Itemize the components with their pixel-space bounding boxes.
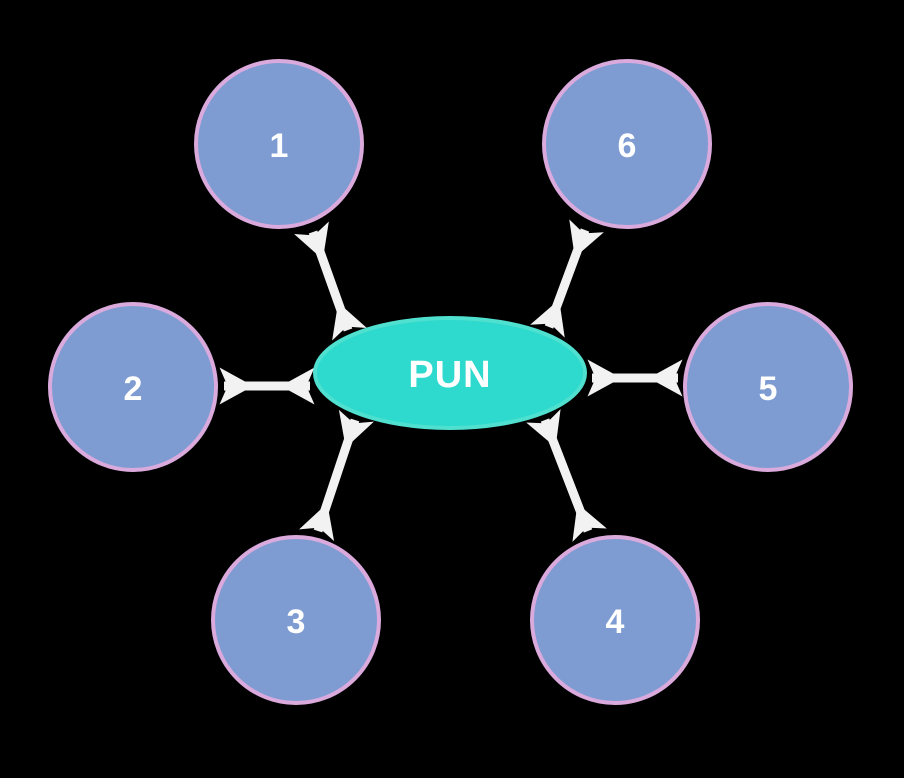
- node-3-label: 3: [287, 603, 306, 641]
- node-6-circle[interactable]: [542, 59, 712, 229]
- node-4[interactable]: 4: [530, 535, 700, 705]
- node-6-label: 6: [618, 127, 637, 165]
- hub-ellipse[interactable]: [313, 316, 587, 430]
- node-2-circle[interactable]: [48, 302, 218, 472]
- node-1[interactable]: 1: [194, 59, 364, 229]
- connector-hub-node4: [526, 409, 607, 542]
- node-2-label: 2: [124, 370, 143, 408]
- node-2[interactable]: 2: [48, 302, 218, 472]
- node-3[interactable]: 3: [211, 535, 381, 705]
- node-3-circle[interactable]: [211, 535, 381, 705]
- connector-hub-node1: [294, 221, 367, 341]
- node-5-circle[interactable]: [683, 302, 853, 472]
- node-6[interactable]: 6: [542, 59, 712, 229]
- hub-label: PUN: [408, 354, 491, 396]
- connector-hub-node3: [299, 409, 374, 542]
- hub-node-pun[interactable]: PUN: [313, 316, 587, 430]
- connector-hub-node6: [530, 219, 604, 338]
- node-4-label: 4: [606, 603, 625, 641]
- node-5-label: 5: [759, 370, 778, 408]
- node-1-label: 1: [270, 127, 289, 165]
- node-1-circle[interactable]: [194, 59, 364, 229]
- node-5[interactable]: 5: [683, 302, 853, 472]
- connector-group: [219, 219, 683, 542]
- node-4-circle[interactable]: [530, 535, 700, 705]
